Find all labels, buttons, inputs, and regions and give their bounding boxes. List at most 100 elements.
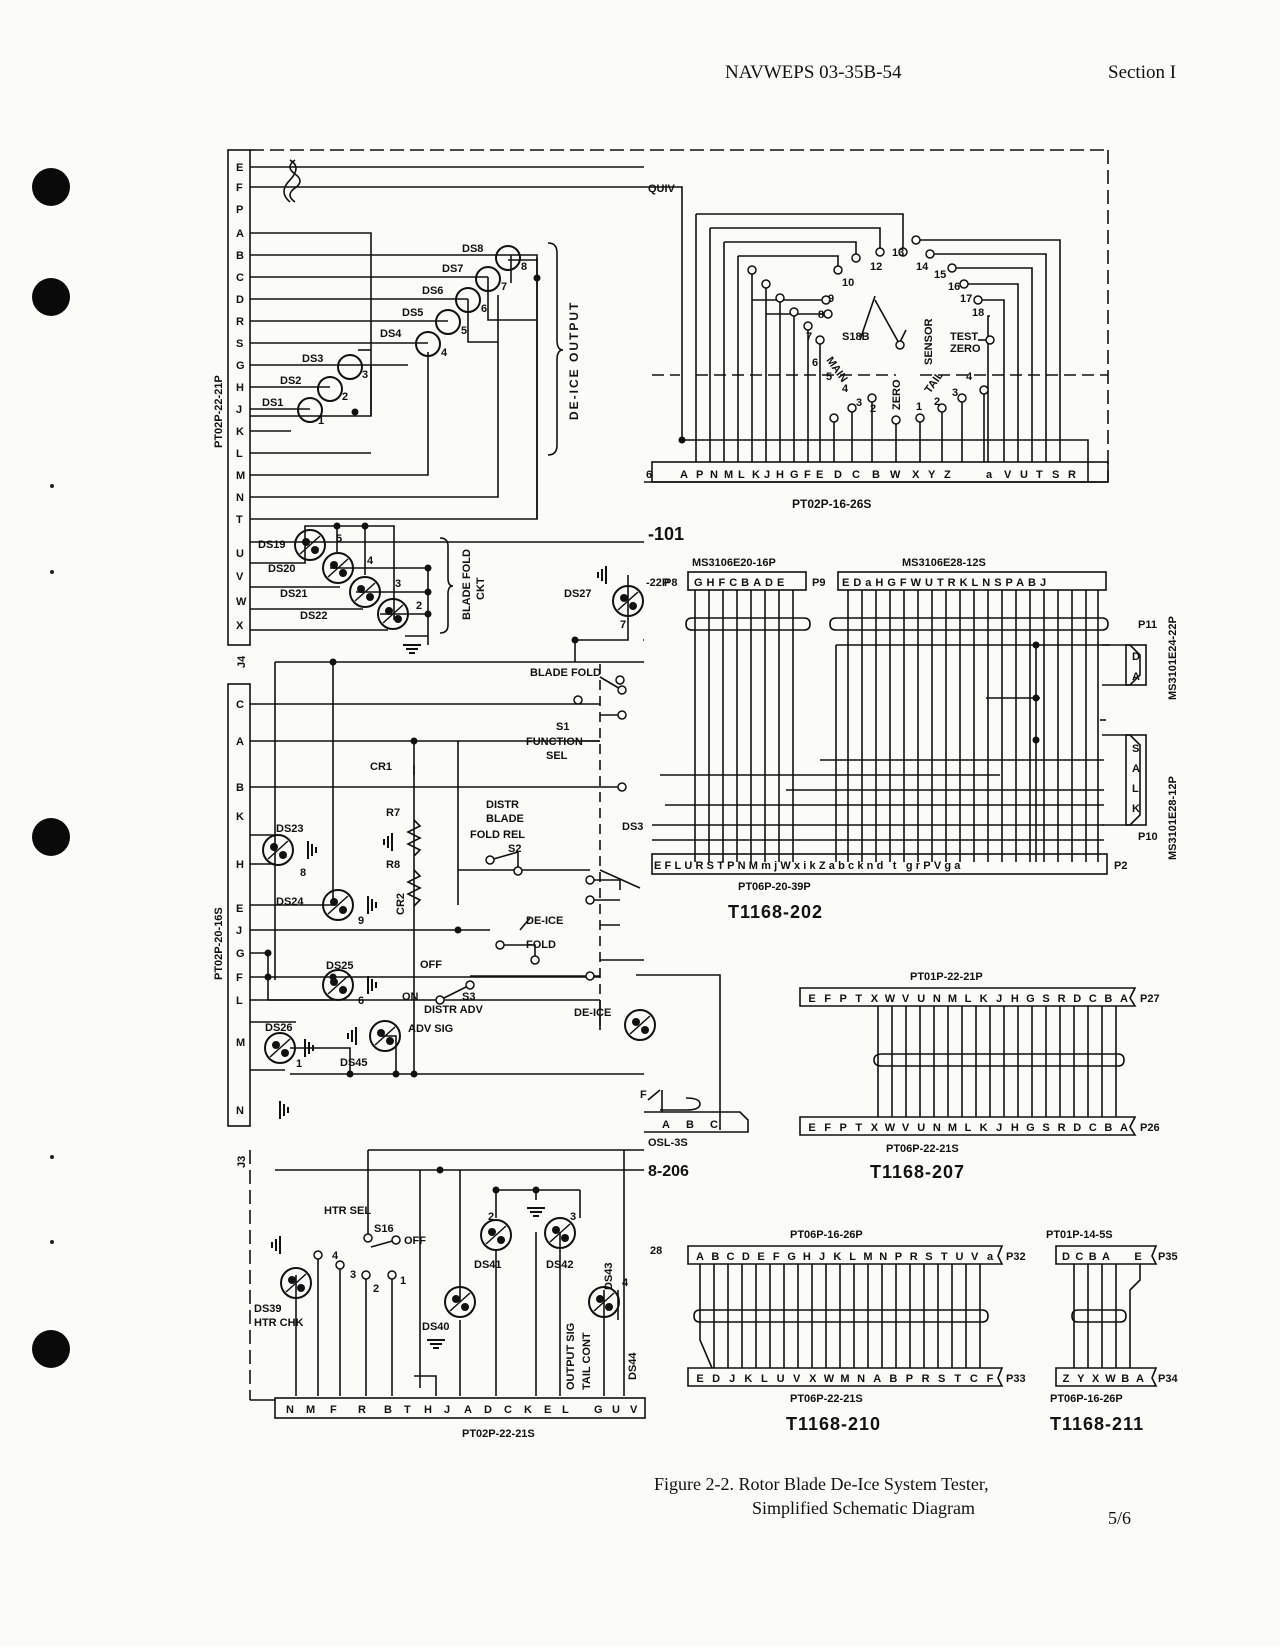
j3-pin: E xyxy=(236,903,243,915)
selector-strip-pin: Y xyxy=(928,469,936,481)
adv-sig-label: ADV SIG xyxy=(408,1023,453,1035)
p33-pin: W xyxy=(824,1373,835,1385)
p26-pin: M xyxy=(948,1122,957,1134)
s3-label: S3 xyxy=(462,991,475,1003)
htr-sel-label: HTR SEL xyxy=(324,1205,371,1217)
ds44-label: DS44 xyxy=(627,1352,639,1380)
p32-pin: N xyxy=(879,1251,887,1263)
cr1-label: CR1 xyxy=(370,761,392,773)
p26-part-number: PT06P-22-21S xyxy=(886,1143,959,1155)
p10-pin: L xyxy=(1132,783,1139,795)
p26-pin: J xyxy=(996,1122,1002,1134)
s1-sel-label: SEL xyxy=(546,750,568,762)
distr-label: DISTR xyxy=(486,799,519,811)
p26-pin: P xyxy=(840,1122,847,1134)
p27-pin: A xyxy=(1120,993,1128,1005)
p27-pin: F xyxy=(824,993,831,1005)
j4-pin: R xyxy=(236,316,244,328)
figure-caption: Figure 2-2. Rotor Blade De-Ice System Te… xyxy=(654,1474,989,1494)
p26-pin: F xyxy=(824,1122,831,1134)
p26-pin: E xyxy=(808,1122,815,1134)
j4-pin: M xyxy=(236,470,245,482)
p34-label: P34 xyxy=(1158,1373,1178,1385)
de-ice-output-label: DE-ICE OUTPUT xyxy=(567,301,581,420)
p27-pin: L xyxy=(965,993,972,1005)
selector-strip-pin: L xyxy=(738,469,745,481)
p32-pin: E xyxy=(757,1251,764,1263)
lamp-number: 7 xyxy=(501,281,507,293)
p27-pin: B xyxy=(1104,993,1112,1005)
lamp-label: DS8 xyxy=(462,243,483,255)
t1168-101-partial: -101 xyxy=(648,524,684,544)
lamp-label: DS4 xyxy=(380,328,402,340)
s2-label: S2 xyxy=(508,843,521,855)
ds43-label: DS43 xyxy=(603,1262,615,1290)
p33-pin: C xyxy=(970,1373,978,1385)
neon-number: 2 xyxy=(416,600,422,612)
t1168-211-title: T1168-211 xyxy=(1050,1414,1144,1434)
selector-strip-pin: U xyxy=(1020,469,1028,481)
neon-label: DS23 xyxy=(276,823,304,835)
cr2-label: CR2 xyxy=(395,893,407,915)
t1168-202-title: T1168-202 xyxy=(728,902,823,922)
zero2-label: ZERO xyxy=(950,343,981,355)
p10-part-number: MS3101E28-12P xyxy=(1167,776,1179,860)
lamp-label: DS2 xyxy=(280,375,301,387)
p32-pin: J xyxy=(819,1251,825,1263)
j4-pin: W xyxy=(236,596,247,608)
strip-pin: V xyxy=(630,1404,638,1416)
fold-rel-label: FOLD REL xyxy=(470,829,525,841)
p10-pin: A xyxy=(1132,763,1140,775)
selector-strip-pin: K xyxy=(752,469,760,481)
j4-pin: X xyxy=(236,620,244,632)
sel-pos: 5 xyxy=(826,371,832,383)
fold-switch-label: FOLD xyxy=(526,939,556,951)
p2-label: P2 xyxy=(1114,860,1127,872)
p33-pin: F xyxy=(987,1373,994,1385)
j3-pin: N xyxy=(236,1105,244,1117)
blade-fold-ckt-label: CKT xyxy=(475,577,487,600)
p35-pin: A xyxy=(1102,1251,1110,1263)
neon-label: DS26 xyxy=(265,1022,293,1034)
neon-label: DS22 xyxy=(300,610,328,622)
strip-pin: B xyxy=(384,1404,392,1416)
p27-pin: P xyxy=(840,993,847,1005)
p32-pin: A xyxy=(696,1251,704,1263)
selector-strip-pin: E xyxy=(816,469,823,481)
partial-28: 28 xyxy=(650,1245,662,1257)
p34-pin: B xyxy=(1121,1373,1129,1385)
selector-strip-pin: H xyxy=(776,469,784,481)
strip-part-number: PT02P-22-21S xyxy=(462,1428,535,1440)
output-sig-label: OUTPUT SIG xyxy=(565,1323,577,1390)
neon-number: 8 xyxy=(300,867,306,879)
p8-partial: -22P xyxy=(646,577,669,589)
htr-pos: 3 xyxy=(350,1269,356,1281)
ds42-number: 3 xyxy=(570,1211,576,1223)
j4-pin: G xyxy=(236,360,245,372)
sel-pos: 12 xyxy=(870,261,882,273)
tail-label: TAIL xyxy=(923,369,947,395)
p27-pin: K xyxy=(980,993,988,1005)
j4-pin: V xyxy=(236,571,244,583)
blade-fold-label: BLADE FOLD xyxy=(461,549,473,620)
margin-dot xyxy=(50,1240,54,1244)
strip-pin: T xyxy=(404,1404,411,1416)
sel-pos: 15 xyxy=(934,269,946,281)
ds3-partial-label: DS3 xyxy=(622,821,643,833)
p35-pin: C xyxy=(1075,1251,1083,1263)
selector-strip-pin: P xyxy=(696,469,703,481)
p32-pin: K xyxy=(833,1251,841,1263)
p9-label: P9 xyxy=(812,577,825,589)
p33-pin: N xyxy=(857,1373,865,1385)
p35-pin: B xyxy=(1089,1251,1097,1263)
osl-3s-partial: OSL-3S xyxy=(648,1137,688,1149)
p32-pin: D xyxy=(742,1251,750,1263)
figure-subcaption: Simplified Schematic Diagram xyxy=(752,1498,975,1518)
selector-strip-pin: Z xyxy=(944,469,951,481)
strip-pin: R xyxy=(358,1404,366,1416)
sel-pos: 9 xyxy=(828,293,834,305)
selector-strip-pin: a xyxy=(986,469,993,481)
ds39-label: DS39 xyxy=(254,1303,282,1315)
sel-pos: 18 xyxy=(972,307,984,319)
